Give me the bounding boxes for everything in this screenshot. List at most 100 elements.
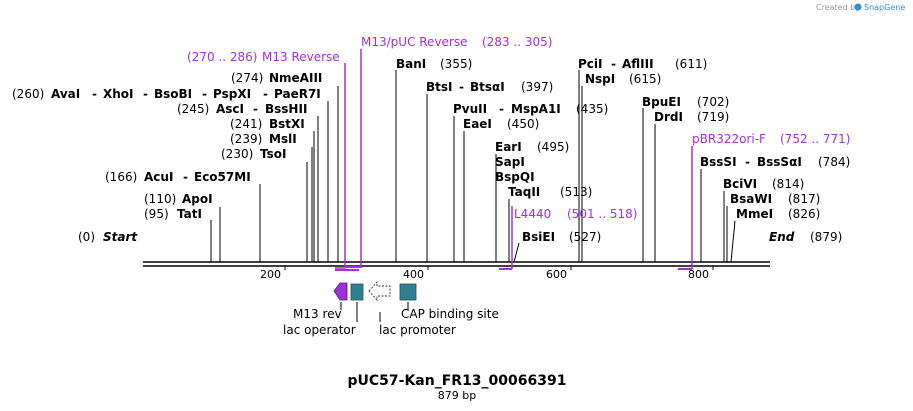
end-label: End xyxy=(769,230,795,244)
enzyme-tsoi: TsoI xyxy=(260,147,286,161)
enzyme-xhoi: XhoI xyxy=(103,87,134,101)
enzyme-avai: AvaI xyxy=(51,87,80,101)
enzyme-bstxi: BstXI xyxy=(269,117,305,131)
enzyme-pos-tati: (95) xyxy=(144,207,169,221)
enzyme-cut-lines xyxy=(210,70,736,263)
enzyme-pos-asci: (245) xyxy=(177,102,209,116)
enzyme-eaei: EaeI xyxy=(463,117,492,131)
enzyme-msli: MslI xyxy=(269,132,297,146)
enzyme-pos-btsi: (397) xyxy=(521,80,553,94)
enzyme-bani: BanI xyxy=(396,57,426,71)
enzyme-pspxi: PspXI xyxy=(213,87,251,101)
enzyme-pos-msli: (239) xyxy=(230,132,262,146)
enzyme-bsawi: BsaWI xyxy=(730,192,772,206)
enzyme-taqii: TaqII xyxy=(508,185,540,199)
primer-range-m13-reverse: (270 .. 286) xyxy=(187,50,257,64)
enzyme-bpuei: BpuEI xyxy=(642,95,681,109)
plasmid-title: pUC57-Kan_FR13_00066391 xyxy=(348,373,567,389)
enzyme-pos-nspi: (615) xyxy=(629,72,661,86)
enzyme-pos-apoi: (110) xyxy=(144,192,176,206)
tick-label-800: 800 xyxy=(688,268,709,281)
enzyme-pos-bpuei: (702) xyxy=(697,95,729,109)
enzyme-eari: EarI xyxy=(495,140,522,154)
enzyme-mmei: MmeI xyxy=(736,207,773,221)
primer-name-pbr322ori-f: pBR322ori-F xyxy=(692,132,766,146)
primer-range-pbr322ori-f: (752 .. 771) xyxy=(780,132,850,146)
enzyme-drdi: DrdI xyxy=(654,110,683,124)
enzyme-pos-pcii: (611) xyxy=(675,57,707,71)
enzyme-pos-pvuii: (435) xyxy=(576,102,608,116)
m13-rev-feature-arrow[interactable] xyxy=(333,282,348,301)
tick-label-200: 200 xyxy=(260,268,281,281)
start-label: Start xyxy=(103,230,138,244)
enzyme-nspi: NspI xyxy=(585,72,615,86)
dash: - xyxy=(459,80,464,94)
credit-brand: SnapGene xyxy=(864,3,905,12)
enzyme-bspqi: BspQI xyxy=(495,170,535,184)
start-position: (0) xyxy=(78,230,95,244)
enzyme-sapi: SapI xyxy=(495,155,525,169)
enzyme-pos-eari: (495) xyxy=(537,140,569,154)
enzyme-asci: AscI xyxy=(216,102,244,116)
enzyme-bsssi: BssSI xyxy=(700,155,737,169)
lac-promoter-feature-arrow[interactable] xyxy=(368,280,391,302)
enzyme-acui: AcuI xyxy=(144,170,173,184)
cap-binding-site-feature-box[interactable] xyxy=(399,283,417,301)
enzyme-afliii: AflIII xyxy=(622,57,654,71)
enzyme-btsai: BtsαI xyxy=(470,80,505,94)
enzyme-eco57mi: Eco57MI xyxy=(194,170,251,184)
feature-label-m13-rev: M13 rev xyxy=(293,307,342,321)
enzyme-bsiei: BsiEI xyxy=(522,230,555,244)
enzyme-pos-avai: (260) xyxy=(12,87,44,101)
enzyme-pos-bstxi: (241) xyxy=(230,117,262,131)
enzyme-pos-bsawi: (817) xyxy=(788,192,820,206)
enzyme-pos-nmeaiii: (274) xyxy=(231,71,263,85)
enzyme-bsssai: BssSαI xyxy=(757,155,802,169)
dash: - xyxy=(253,102,258,116)
dash: - xyxy=(499,102,504,116)
primer-range-l4440: (501 .. 518) xyxy=(567,207,637,221)
primer-name-m13-puc-reverse: M13/pUC Reverse xyxy=(361,35,468,49)
feature-label-lac-promoter: lac promoter xyxy=(379,323,456,337)
tick-label-400: 400 xyxy=(403,268,424,281)
enzyme-pos-bsssi: (784) xyxy=(818,155,850,169)
primer-name-l4440: L4440 xyxy=(514,207,551,221)
enzyme-pos-drdi: (719) xyxy=(697,110,729,124)
enzyme-pos-bsiei: (527) xyxy=(569,230,601,244)
enzyme-pvuii: PvuII xyxy=(453,102,487,116)
feature-label-lac-operator: lac operator xyxy=(283,323,356,337)
enzyme-pos-acui: (166) xyxy=(105,170,137,184)
end-position: (879) xyxy=(810,230,842,244)
enzyme-tati: TatI xyxy=(177,207,202,221)
enzyme-pos-mmei: (826) xyxy=(788,207,820,221)
enzyme-apoi: ApoI xyxy=(182,192,213,206)
enzyme-paer7i: PaeR7I xyxy=(274,87,321,101)
snapgene-logo-icon xyxy=(854,3,862,11)
dash: - xyxy=(745,155,750,169)
primer-line-m13-reverse xyxy=(335,63,346,269)
dash: - xyxy=(143,87,148,101)
enzyme-mspa1i: MspA1I xyxy=(511,102,561,116)
tick-label-600: 600 xyxy=(546,268,567,281)
feature-label-cap-binding-site: CAP binding site xyxy=(401,307,499,321)
lac-operator-feature-box[interactable] xyxy=(350,283,364,301)
enzyme-pos-tsoi: (230) xyxy=(221,147,253,161)
enzyme-btsi: BtsI xyxy=(426,80,453,94)
enzyme-bsshii: BssHII xyxy=(265,102,307,116)
primer-range-m13-puc-reverse: (283 .. 305) xyxy=(482,35,552,49)
enzyme-pos-taqii: (513) xyxy=(560,185,592,199)
credit-text: Created by xyxy=(816,3,860,12)
dash: - xyxy=(611,57,616,71)
dash: - xyxy=(263,87,268,101)
primer-name-m13-reverse: M13 Reverse xyxy=(262,50,340,64)
enzyme-pcii: PciI xyxy=(578,57,603,71)
plasmid-length: 879 bp xyxy=(438,389,476,402)
enzyme-pos-bani: (355) xyxy=(440,57,472,71)
enzyme-bsobi: BsoBI xyxy=(154,87,192,101)
enzyme-nmeaiii: NmeAIII xyxy=(269,71,322,85)
dash: - xyxy=(92,87,97,101)
enzyme-bcivi: BciVI xyxy=(723,177,757,191)
enzyme-pos-eaei: (450) xyxy=(507,117,539,131)
dash: - xyxy=(183,170,188,184)
